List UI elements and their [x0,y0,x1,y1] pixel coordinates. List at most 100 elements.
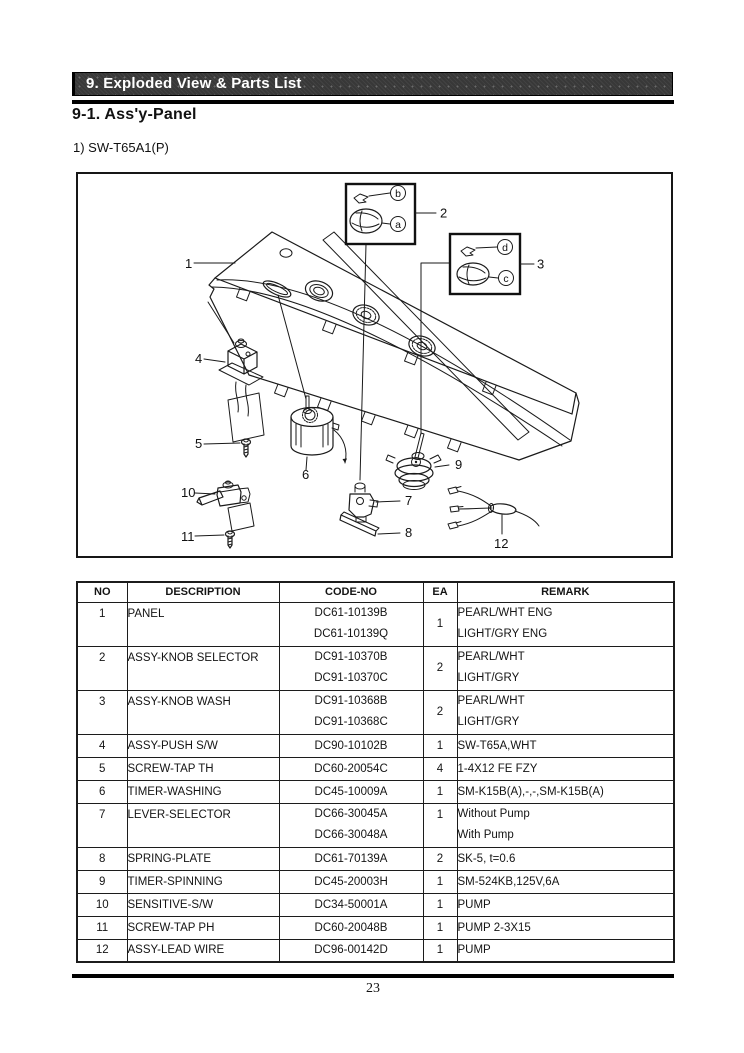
description-cell: LEVER-SELECTOR [126,802,280,848]
washing-timer-part [290,395,347,464]
table-row: 2 ASSY-KNOB SELECTOR DC91-10370B DC91-10… [76,645,675,691]
table-row: 5 SCREW-TAP TH DC60-20054C 4 1-4X12 FE F… [76,756,675,781]
description-cell: ASSY-PUSH S/W [126,733,280,758]
col-header-no: NO [76,581,128,603]
remark-cell: PUMP 2-3X15 [456,915,675,940]
table-row: 8 SPRING-PLATE DC61-70139A 2 SK-5, t=0.6 [76,846,675,871]
code-line: DC91-10368C [314,716,388,728]
knob-clip-d [460,246,476,257]
col-header-description: DESCRIPTION [126,581,280,603]
panel-hole-2 [352,304,380,326]
description-cell: SCREW-TAP TH [126,756,280,781]
knob-c [456,262,490,286]
no-cell: 5 [76,756,128,781]
table-row: 1 PANEL DC61-10139B DC61-10139Q 1 PEARL/… [76,601,675,647]
callout-2: 2 [440,206,447,221]
lead-wire-part [447,486,540,530]
remark-line: PEARL/WHT [457,695,525,707]
no-cell: 2 [76,645,128,691]
remark-line: LIGHT/GRY [457,672,520,684]
footer-rule [72,974,674,978]
callout-1: 1 [185,256,192,271]
code-cell: DC91-10368B DC91-10368C [278,689,424,735]
remark-line: PEARL/WHT [457,651,525,663]
align-line-switch4 [207,301,235,344]
no-cell: 4 [76,733,128,758]
ea-cell: 1 [422,601,458,647]
description-cell: SCREW-TAP PH [126,915,280,940]
callout-letter-c: c [503,273,508,285]
remark-cell: 1-4X12 FE FZY [456,756,675,781]
code-line: DC91-10368B [314,695,388,707]
exploded-view-diagram: b a 2 d c 3 1 4 [76,172,673,558]
remark-cell: SM-K15B(A),-,-,SM-K15B(A) [456,779,675,804]
ea-cell: 2 [422,689,458,735]
callout-letter-d: d [502,242,508,254]
table-header-row: NO DESCRIPTION CODE-NO EA REMARK [76,581,675,603]
code-cell: DC96-00142D [278,938,424,963]
description-cell: SENSITIVE-S/W [126,892,280,917]
description-cell: ASSY-KNOB WASH [126,689,280,735]
align-line-knob3 [420,262,451,435]
remark-cell: PUMP [456,938,675,963]
code-cell: DC61-10139B DC61-10139Q [278,601,424,647]
callout-letter-b: b [395,188,401,200]
knob-clip-b [353,193,369,204]
remark-cell: PEARL/WHT LIGHT/GRY [456,645,675,691]
callout-12: 12 [494,536,508,551]
no-cell: 9 [76,869,128,894]
remark-cell: PUMP [456,892,675,917]
remark-line: LIGHT/GRY ENG [457,628,548,640]
spring-plate-part [339,511,380,537]
remark-cell: PEARL/WHT LIGHT/GRY [456,689,675,735]
code-cell: DC91-10370B DC91-10370C [278,645,424,691]
detail-box-3: d c [448,232,522,296]
callout-6: 6 [302,467,309,482]
remark-cell: Without Pump With Pump [456,802,675,848]
panel-part [208,231,580,461]
code-line: DC91-10370C [314,672,388,684]
no-cell: 1 [76,601,128,647]
ea-cell: 1 [422,733,458,758]
table-row: 12 ASSY-LEAD WIRE DC96-00142D 1 PUMP [76,938,675,963]
code-cell: DC34-50001A [278,892,424,917]
callout-5: 5 [195,436,202,451]
table-row: 6 TIMER-WASHING DC45-10009A 1 SM-K15B(A)… [76,779,675,804]
ea-cell: 2 [422,846,458,871]
table-row: 9 TIMER-SPINNING DC45-20003H 1 SM-524KB,… [76,869,675,894]
subsection-title: 9-1. Ass'y-Panel [72,106,197,123]
push-switch-part [218,338,265,443]
ea-cell: 1 [422,779,458,804]
description-cell: PANEL [126,601,280,647]
table-row: 4 ASSY-PUSH S/W DC90-10102B 1 SW-T65A,WH… [76,733,675,758]
code-line: DC66-30048A [314,829,388,841]
align-line-knob2 [359,243,367,481]
code-cell: DC45-20003H [278,869,424,894]
table-row: 3 ASSY-KNOB WASH DC91-10368B DC91-10368C… [76,689,675,735]
model-label: 1) SW-T65A1(P) [73,140,169,155]
code-cell: DC66-30045A DC66-30048A [278,802,424,848]
no-cell: 10 [76,892,128,917]
no-cell: 6 [76,779,128,804]
lever-selector-part [348,482,379,523]
callout-4: 4 [195,351,202,366]
remark-cell: SK-5, t=0.6 [456,846,675,871]
code-cell: DC61-70139A [278,846,424,871]
remark-cell: SW-T65A,WHT [456,733,675,758]
remark-line: LIGHT/GRY [457,716,520,728]
ea-cell: 1 [422,915,458,940]
ea-cell: 1 [422,892,458,917]
code-line: DC61-10139B [314,607,388,619]
description-cell: SPRING-PLATE [126,846,280,871]
code-line: DC66-30045A [314,808,388,820]
parts-table: NO DESCRIPTION CODE-NO EA REMARK 1 PANEL… [76,581,675,963]
description-cell: TIMER-SPINNING [126,869,280,894]
callout-letter-a: a [395,219,401,231]
code-cell: DC90-10102B [278,733,424,758]
panel-hole-1 [304,280,334,302]
ea-cell: 4 [422,756,458,781]
description-cell: ASSY-KNOB SELECTOR [126,645,280,691]
code-cell: DC60-20048B [278,915,424,940]
exploded-view-drawing: b a 2 d c 3 1 4 [181,182,580,551]
